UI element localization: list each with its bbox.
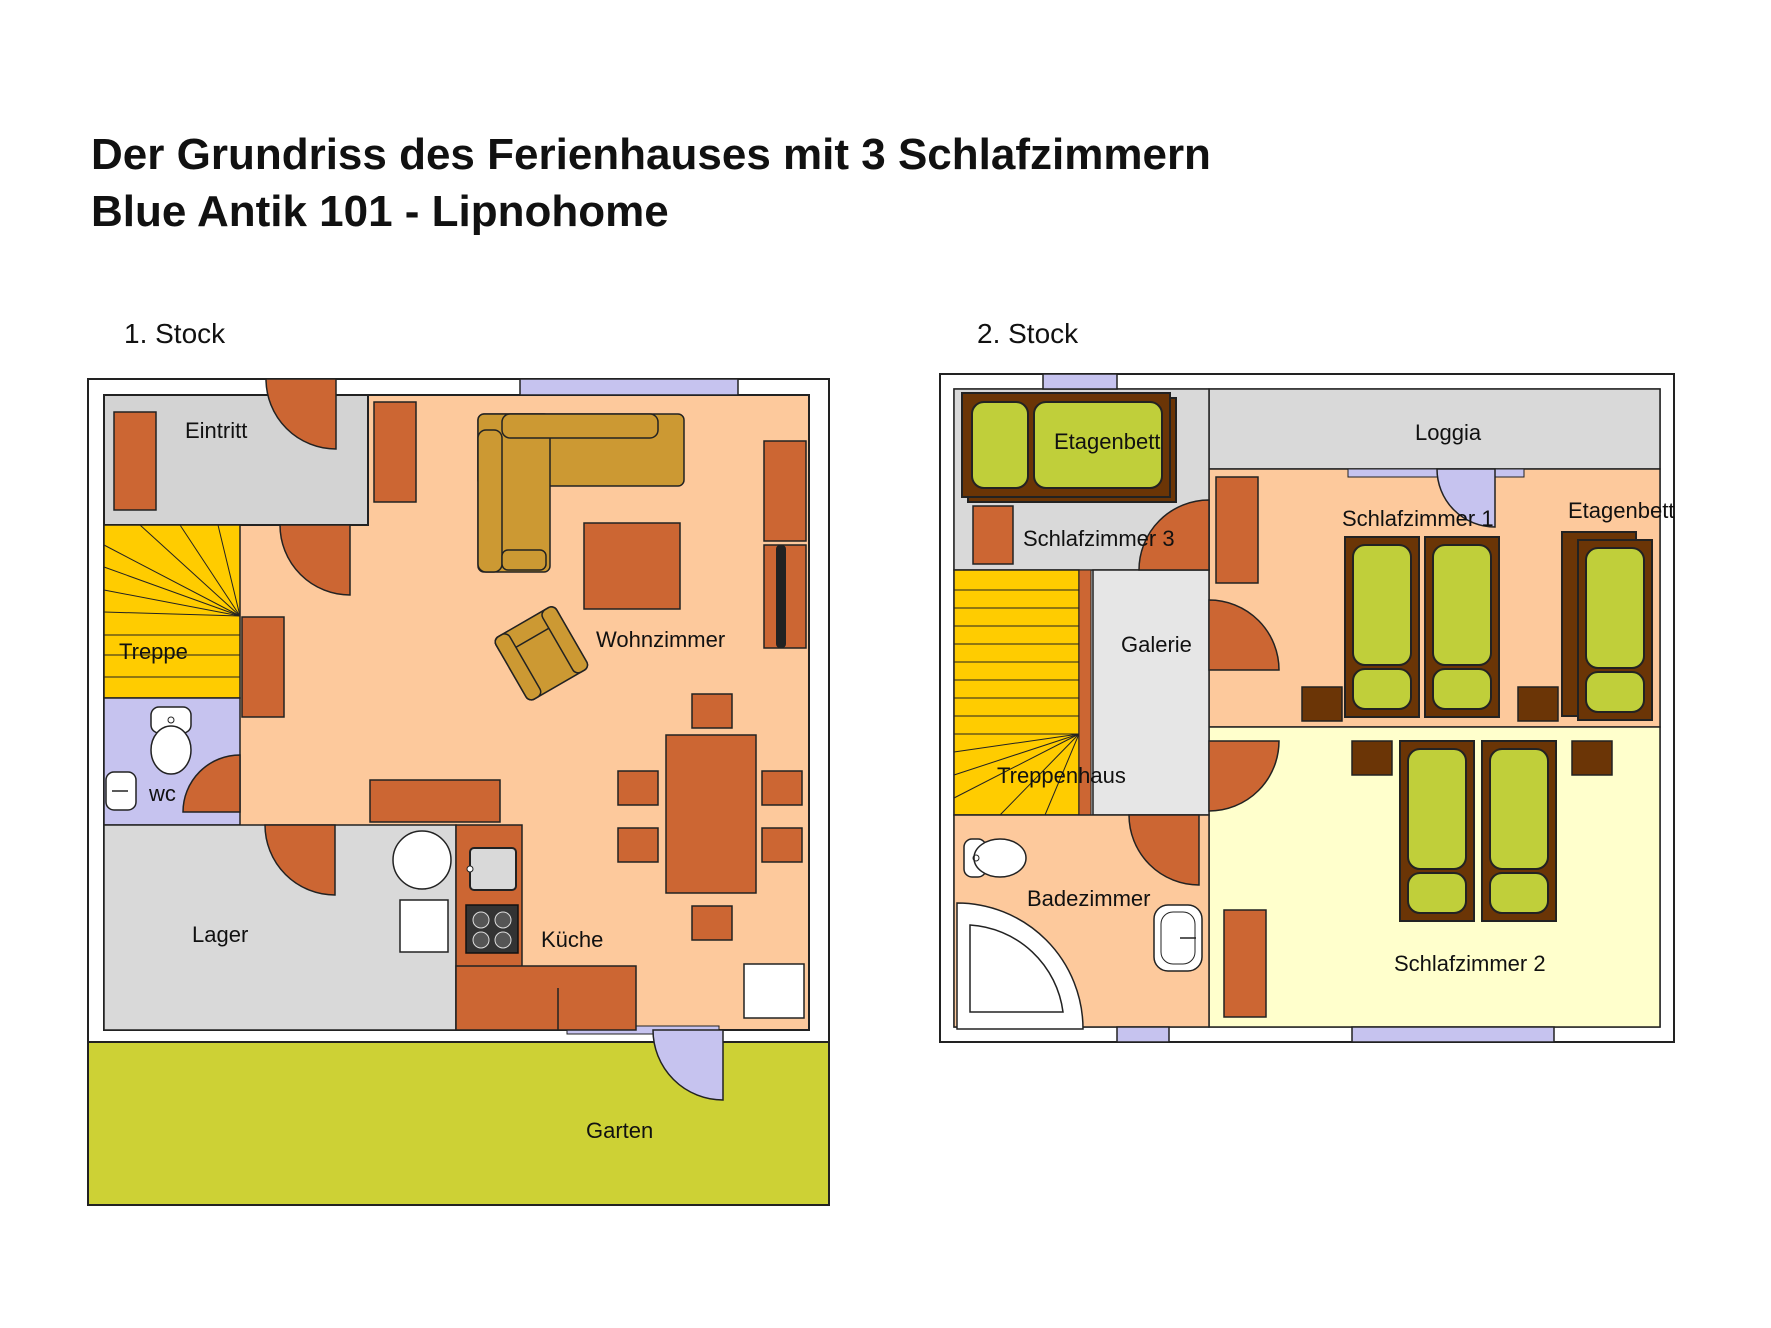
chair: [617, 770, 659, 806]
sink-icon: [469, 847, 517, 891]
floor2-label: 2. Stock: [977, 318, 1079, 349]
treppenhaus-stairs: [953, 569, 1092, 816]
room-label-lager: Lager: [192, 922, 248, 947]
chair: [691, 693, 733, 729]
toilet-icon: [963, 838, 1027, 878]
floor2-plan: [939, 373, 1675, 1043]
room-label-loggia: Loggia: [1415, 420, 1482, 445]
armchair: [494, 606, 589, 701]
room-label-kueche: Küche: [541, 927, 603, 952]
shelf: [241, 616, 285, 718]
window-north-left: [1042, 373, 1118, 390]
window-south-bedroom: [1351, 1026, 1555, 1043]
stove-icon: [465, 904, 519, 954]
eintritt-door: [279, 524, 351, 596]
room-label-schlafzimmer2: Schlafzimmer 2: [1394, 951, 1546, 976]
room-label-wc: wc: [148, 781, 176, 806]
room-label-garten: Garten: [586, 1118, 653, 1143]
chair: [691, 905, 733, 941]
boiler-icon: [392, 830, 452, 890]
shower-icon: [956, 902, 1084, 1030]
room-label-wohnzimmer: Wohnzimmer: [596, 627, 725, 652]
schlafzimmer3-door: [1138, 499, 1210, 571]
room-label-badezimmer: Badezimmer: [1027, 886, 1150, 911]
room-label-eintritt: Eintritt: [185, 418, 247, 443]
nightstand: [1351, 740, 1393, 776]
bed-2a: [1399, 740, 1475, 922]
wc-door: [182, 754, 241, 813]
room-label-etagenbett-right: Etagenbett: [1568, 498, 1674, 523]
room-label-etagenbett-left: Etagenbett: [1054, 429, 1160, 454]
bed-2b: [1481, 740, 1557, 922]
washing-machine-icon: [399, 899, 449, 953]
loggia-window: [1347, 468, 1525, 478]
bed-1b: [1424, 536, 1500, 718]
page-title: Der Grundriss des Ferienhauses mit 3 Sch…: [91, 130, 1211, 179]
bed-1a: [1344, 536, 1420, 718]
page-subtitle: Blue Antik 101 - Lipnohome: [91, 187, 669, 236]
tv-cabinet: [763, 440, 807, 542]
window-north: [519, 378, 739, 396]
room-label-schlafzimmer3: Schlafzimmer 3: [1023, 526, 1175, 551]
chair: [761, 827, 803, 863]
loggia-area: [1208, 388, 1661, 470]
room-label-treppenhaus: Treppenhaus: [997, 763, 1126, 788]
washbasin-icon: [105, 771, 137, 811]
schlafzimmer1-door: [1208, 599, 1280, 671]
wardrobe-bedroom1: [1215, 476, 1259, 584]
lager-door: [264, 824, 336, 896]
wardrobe-entrance: [113, 411, 157, 511]
room-label-galerie: Galerie: [1121, 632, 1192, 657]
room-label-treppe: Treppe: [119, 639, 188, 664]
fridge-icon: [743, 963, 805, 1019]
entrance-door: [265, 378, 337, 450]
bunk-bed-left: [961, 392, 1177, 503]
wardrobe-bedroom2: [1223, 909, 1267, 1018]
room-label-schlafzimmer1: Schlafzimmer 1: [1342, 506, 1494, 531]
tv-icon: [776, 545, 786, 648]
washbasin-icon: [1153, 904, 1203, 972]
wardrobe-bedroom3: [972, 505, 1014, 565]
cabinet: [373, 401, 417, 503]
chair: [617, 827, 659, 863]
nightstand: [1571, 740, 1613, 776]
window-south-bath: [1116, 1026, 1170, 1043]
bunk-bed-right: [1561, 531, 1653, 721]
nightstand: [1517, 686, 1559, 722]
treppe-stairs: [103, 524, 241, 699]
floor1-plan: [87, 378, 830, 1206]
floor1-label: 1. Stock: [124, 318, 226, 349]
garden-door: [652, 1029, 724, 1101]
sofa: [477, 413, 685, 573]
dining-table: [665, 734, 757, 894]
coffee-table: [583, 522, 681, 610]
chair: [761, 770, 803, 806]
toilet-icon: [150, 706, 192, 775]
schlafzimmer2-door: [1208, 740, 1280, 812]
nightstand: [1301, 686, 1343, 722]
badezimmer-door: [1128, 814, 1200, 886]
sideboard: [369, 779, 501, 823]
loggia-door: [1436, 468, 1496, 528]
